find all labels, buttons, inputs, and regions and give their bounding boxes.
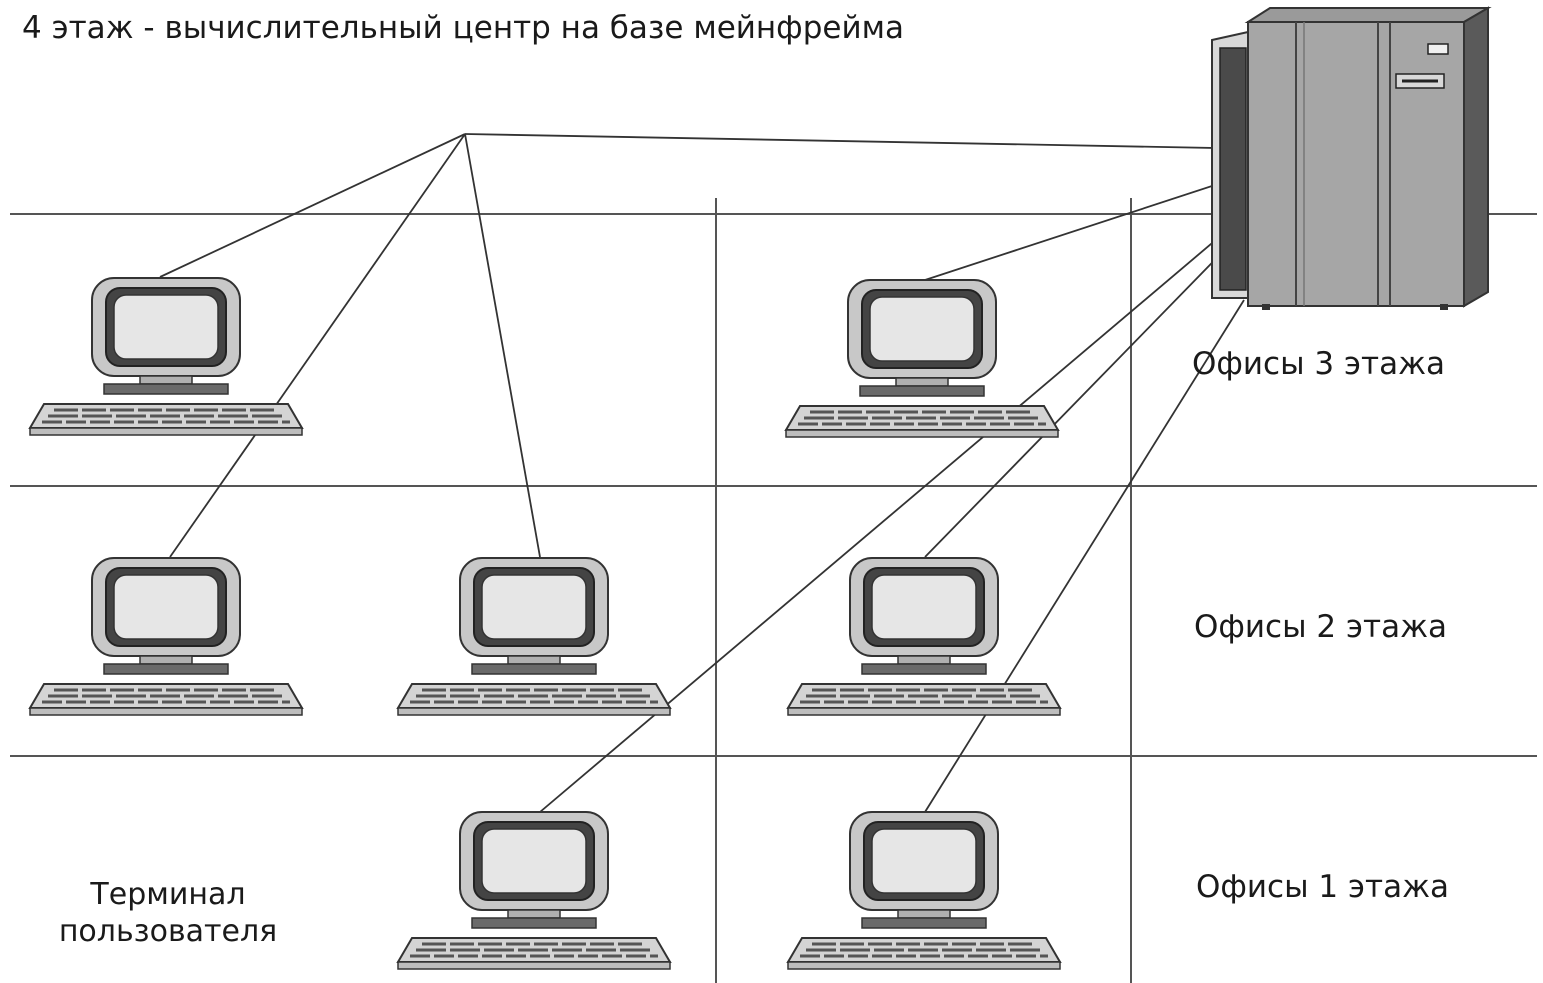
link-line (169, 133, 466, 558)
terminal-computer-icon (786, 810, 1062, 971)
floor-label-3: Офисы 3 этажа (1192, 346, 1445, 382)
terminals (28, 276, 1062, 971)
mainframe-icon (1211, 6, 1492, 310)
link-line (539, 149, 1323, 813)
link-line (159, 133, 466, 278)
link-line (924, 299, 1245, 813)
connection-lines (159, 133, 1323, 813)
terminal-computer-icon (396, 810, 672, 971)
diagram-title: 4 этаж - вычислительный центр на базе ме… (22, 10, 904, 46)
link-line (464, 133, 541, 558)
terminal-computer-icon (396, 556, 672, 717)
floor-label-2: Офисы 2 этажа (1194, 609, 1447, 645)
terminal-computer-icon (28, 276, 304, 437)
floor-label-1: Офисы 1 этажа (1196, 869, 1449, 905)
trunk-line (464, 133, 1323, 151)
terminal-label-line1: Терминал (89, 877, 245, 912)
terminal-computer-icon (784, 278, 1060, 439)
terminal-computer-icon (28, 556, 304, 717)
terminal-label-line2: пользователя (59, 914, 277, 949)
terminal-computer-icon (786, 556, 1062, 717)
